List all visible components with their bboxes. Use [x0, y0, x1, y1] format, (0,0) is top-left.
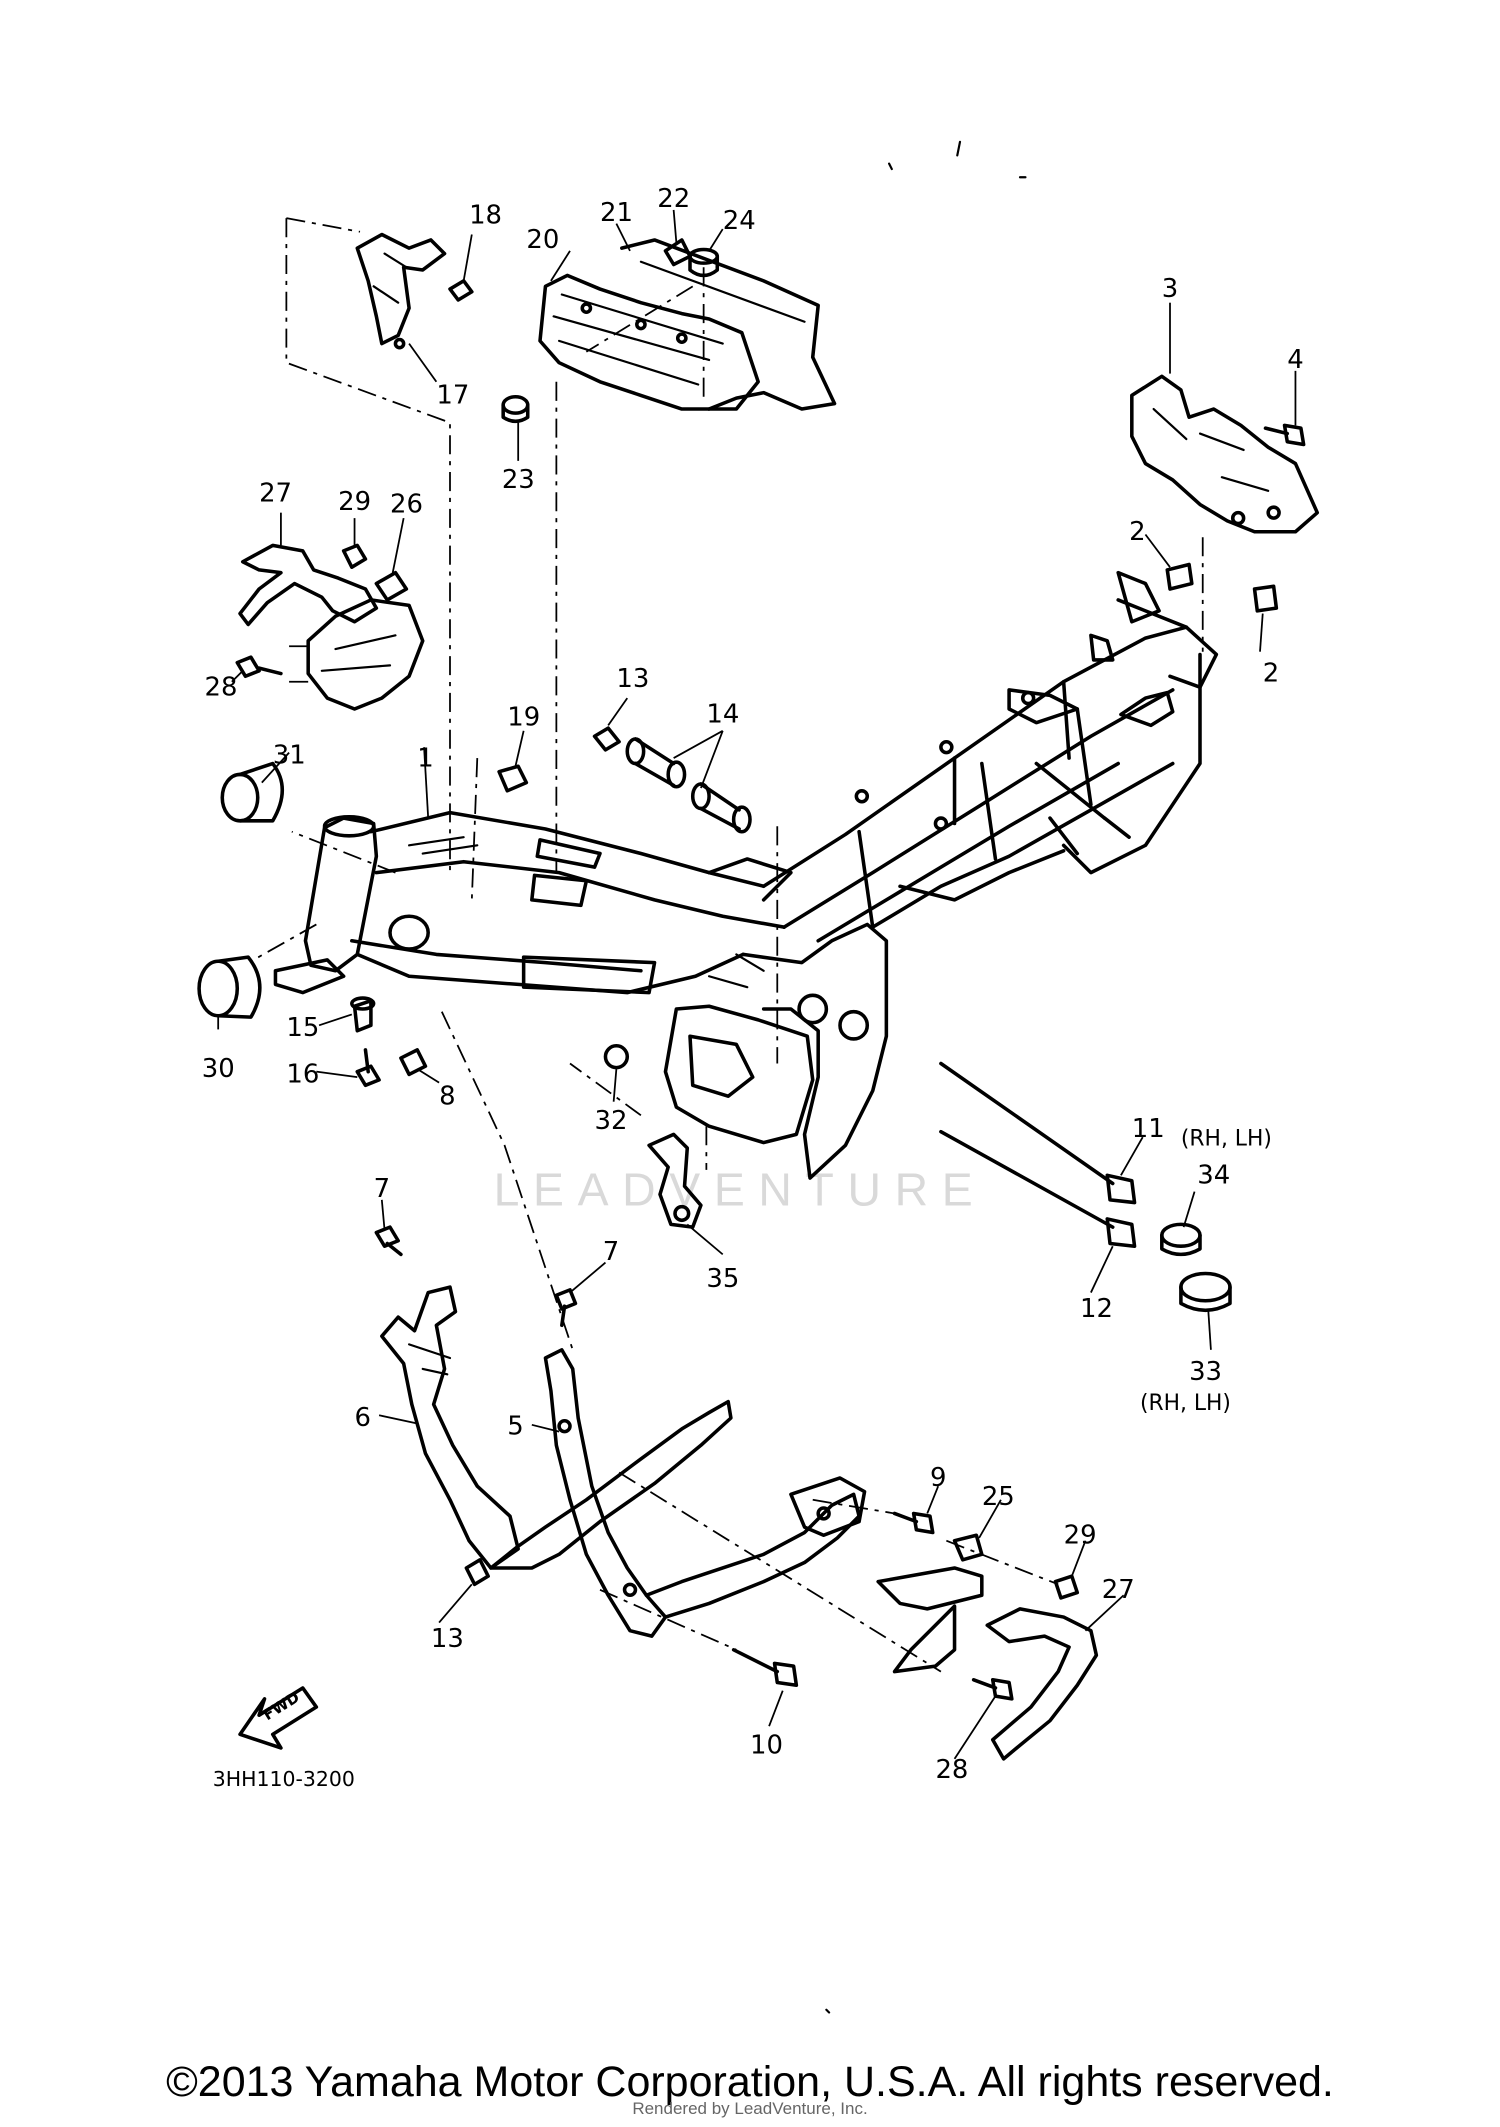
- callout-27-lower: 27: [1102, 1575, 1135, 1605]
- damper-2-right: [1252, 584, 1279, 613]
- callout-30: 30: [202, 1054, 235, 1084]
- damper-19: [497, 764, 529, 793]
- damper-2-upper: [1165, 562, 1194, 591]
- cap-30: [197, 955, 262, 1019]
- rh-lh-note-33: (RH, LH): [1140, 1391, 1231, 1416]
- watermark: LEADVENTURE: [494, 1163, 987, 1215]
- callout-13-lower: 13: [431, 1624, 464, 1654]
- callout-27-upper: 27: [259, 479, 292, 509]
- callout-33: 33: [1189, 1357, 1222, 1387]
- callout-26: 26: [390, 490, 423, 520]
- damper-32: [603, 1044, 630, 1070]
- callout-8: 8: [439, 1081, 455, 1111]
- callout-20: 20: [526, 225, 559, 255]
- copyright-notice: ©2013 Yamaha Motor Corporation, U.S.A. A…: [166, 2058, 1334, 2106]
- callout-18: 18: [469, 201, 502, 231]
- callout-32: 32: [595, 1106, 628, 1136]
- bolt-11: [939, 1061, 1137, 1205]
- callout-34: 34: [1197, 1160, 1230, 1190]
- callout-29-lower: 29: [1064, 1520, 1097, 1550]
- bolt-7-right: [554, 1288, 578, 1328]
- callout-14: 14: [706, 700, 739, 730]
- cap-34: [1160, 1222, 1202, 1257]
- leader-lines: [217, 209, 1297, 1760]
- callout-23-label-24: 24: [723, 206, 756, 236]
- duct-26: [306, 570, 425, 711]
- seat-bracket-3: [1130, 374, 1320, 534]
- callout-7-right: 7: [603, 1237, 619, 1267]
- collar-15: [350, 996, 376, 1033]
- nut-13-upper: [592, 726, 621, 752]
- cap-33: [1179, 1271, 1232, 1313]
- bolt-28-lower: [971, 1678, 1014, 1701]
- drawing-code: 3HH110-3200: [213, 1767, 355, 1791]
- callout-25: 25: [982, 1482, 1015, 1512]
- callout-labels: 1 2 2 3 4 5 6 7 7 8 9 10 11 (RH, LH) 12 …: [202, 184, 1304, 1785]
- bolt-7-left: [374, 1225, 403, 1257]
- damper-23: [501, 394, 530, 424]
- callout-9: 9: [930, 1463, 946, 1493]
- callout-35: 35: [706, 1264, 739, 1294]
- phantom-lines: [253, 217, 1204, 1673]
- callout-17: 17: [436, 381, 469, 411]
- bolt-4: [1263, 423, 1306, 447]
- bolt-9: [892, 1511, 935, 1535]
- callout-29-upper: 29: [338, 487, 371, 517]
- callout-21: 21: [600, 198, 633, 228]
- callout-2-right: 2: [1263, 659, 1279, 689]
- callout-6: 6: [355, 1403, 371, 1433]
- cover-20: [538, 273, 760, 411]
- bolt-28-upper: [235, 655, 283, 679]
- callout-3: 3: [1162, 274, 1178, 304]
- stay-27-lower: [985, 1607, 1099, 1761]
- callout-22: 22: [657, 184, 690, 214]
- callout-7-left: 7: [374, 1174, 390, 1204]
- nut-13-lower: [464, 1558, 490, 1587]
- callout-13-upper: 13: [616, 664, 649, 694]
- nut-29-upper: [341, 543, 368, 569]
- callout-12: 12: [1080, 1294, 1113, 1324]
- callout-19: 19: [507, 702, 540, 732]
- callout-2-upper: 2: [1129, 517, 1145, 547]
- callout-16: 16: [286, 1060, 319, 1090]
- rendered-by-watermark: Rendered by LeadVenture, Inc.: [632, 2099, 868, 2118]
- headlight-bracket-17: [355, 232, 474, 350]
- cap-31: [220, 761, 284, 823]
- callout-4: 4: [1287, 345, 1303, 375]
- callout-5: 5: [507, 1411, 523, 1441]
- bolt-12: [939, 1129, 1137, 1248]
- callout-11: 11: [1132, 1114, 1165, 1144]
- callout-10: 10: [750, 1730, 783, 1760]
- bolts-14: [625, 737, 752, 834]
- nut-8: [399, 1048, 428, 1077]
- bracket-35: [647, 1132, 703, 1229]
- callout-28-upper: 28: [205, 672, 238, 702]
- rh-lh-note-11: (RH, LH): [1181, 1126, 1272, 1151]
- bracket-25: [876, 1533, 984, 1674]
- stay-27-upper: [238, 543, 379, 627]
- bolt-16: [355, 1048, 381, 1088]
- fwd-arrow-icon: FWD: [238, 1686, 319, 1750]
- callout-23: 23: [502, 465, 535, 495]
- main-frame: [273, 570, 1219, 1180]
- callout-15: 15: [286, 1013, 319, 1043]
- bolt-10: [731, 1648, 799, 1688]
- plate-21: [620, 238, 837, 411]
- nut-29-lower: [1053, 1574, 1080, 1600]
- bracket-6: [380, 1285, 733, 1570]
- callout-31: 31: [273, 741, 306, 771]
- callout-1: 1: [417, 743, 433, 773]
- callout-28-lower: 28: [935, 1755, 968, 1785]
- bracket-5: [543, 1348, 867, 1638]
